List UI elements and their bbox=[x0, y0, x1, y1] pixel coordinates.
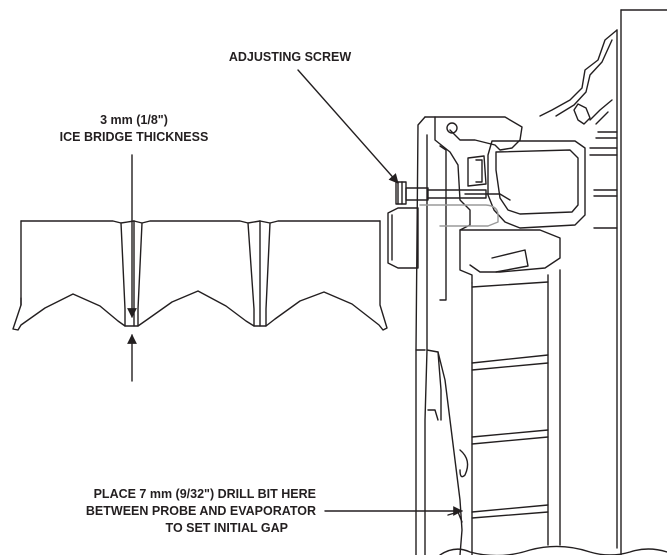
drill-bit-label-line-3: TO SET INITIAL GAP bbox=[165, 521, 288, 535]
evaporator-plate bbox=[439, 9, 667, 555]
ice-tray-outline bbox=[12, 220, 388, 331]
drill-bit-label-line-1: PLACE 7 mm (9/32") DRILL BIT HERE bbox=[93, 487, 316, 501]
ice-bridge-label-line-2: ICE BRIDGE THICKNESS bbox=[59, 130, 209, 144]
adjusting-screw-arrow bbox=[297, 69, 399, 184]
pivot-hole bbox=[446, 122, 458, 134]
adjusting-screw bbox=[395, 181, 511, 205]
ice-tray-cross-section bbox=[12, 220, 388, 331]
probe-wire bbox=[419, 204, 499, 227]
ice-bridge-label-line-1: 3 mm (1/8") bbox=[100, 113, 168, 127]
drill-bit-label-line-2: BETWEEN PROBE AND EVAPORATOR bbox=[85, 504, 316, 518]
ice-thickness-probe bbox=[387, 116, 586, 555]
adjusting-screw-label: ADJUSTING SCREW bbox=[228, 50, 352, 64]
drill-bit-label: PLACE 7 mm (9/32") DRILL BIT HERE BETWEE… bbox=[86, 486, 316, 537]
ice-bridge-label: 3 mm (1/8") ICE BRIDGE THICKNESS bbox=[60, 112, 209, 146]
